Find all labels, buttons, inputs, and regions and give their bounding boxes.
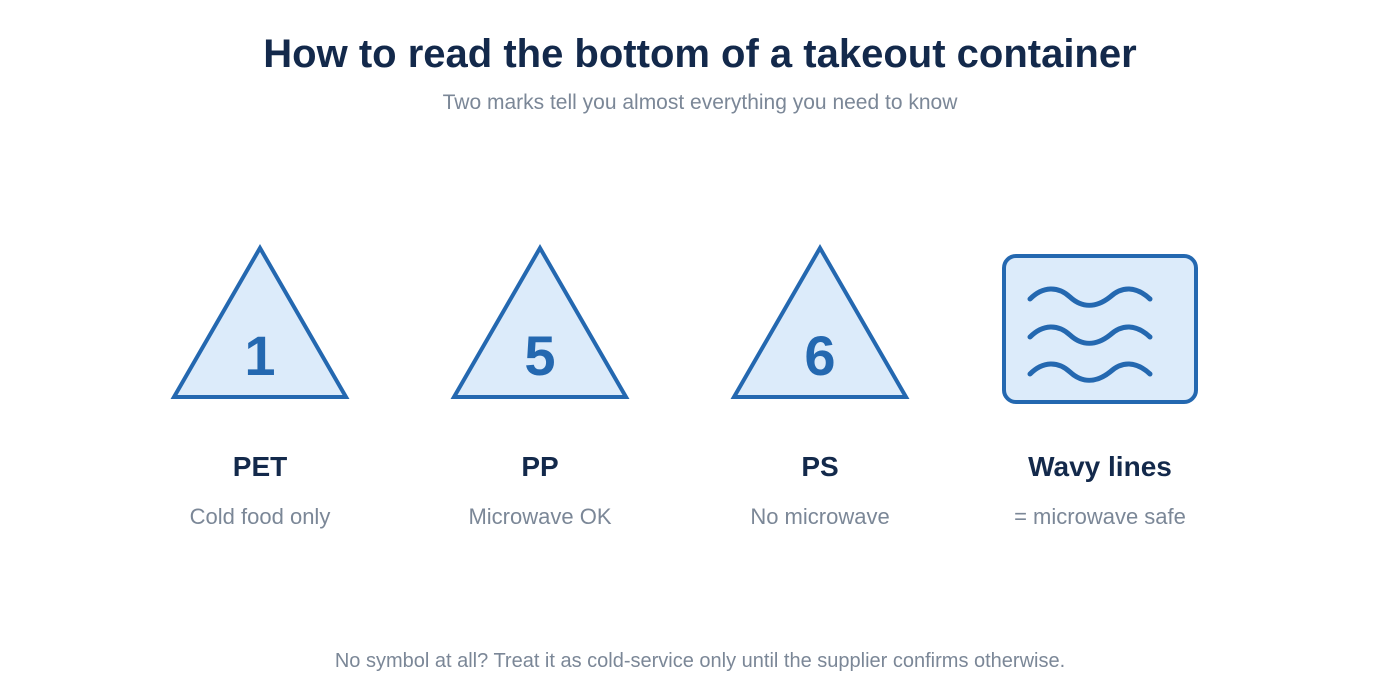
microwave-safe-icon	[980, 240, 1220, 410]
page-subtitle: Two marks tell you almost everything you…	[442, 91, 958, 114]
resin-code-number: 5	[524, 324, 555, 387]
symbol-label: PET	[232, 451, 288, 482]
symbol-description: = microwave safe	[1014, 504, 1186, 529]
symbol-description: No microwave	[750, 504, 890, 529]
resin-code-number: 1	[244, 324, 275, 387]
symbol-card-pp: 5 PP Microwave OK	[420, 240, 660, 540]
resin-code-5-icon: 5	[420, 240, 660, 410]
symbol-label: Wavy lines	[1028, 451, 1172, 482]
symbol-description: Microwave OK	[468, 504, 612, 529]
symbol-card-wavy-lines: Wavy lines = microwave safe	[980, 240, 1220, 540]
footnote: No symbol at all? Treat it as cold-servi…	[334, 650, 1066, 672]
symbol-card-ps: 6 PS No microwave	[700, 240, 940, 540]
resin-code-6-icon: 6	[700, 240, 940, 410]
symbol-label: PP	[521, 451, 559, 482]
resin-code-number: 6	[804, 324, 835, 387]
symbol-card-pet: 1 PET Cold food only	[140, 240, 380, 540]
symbol-description: Cold food only	[189, 504, 331, 529]
page-title: How to read the bottom of a takeout cont…	[263, 32, 1137, 76]
resin-code-1-icon: 1	[140, 240, 380, 410]
symbol-label: PS	[801, 451, 839, 482]
